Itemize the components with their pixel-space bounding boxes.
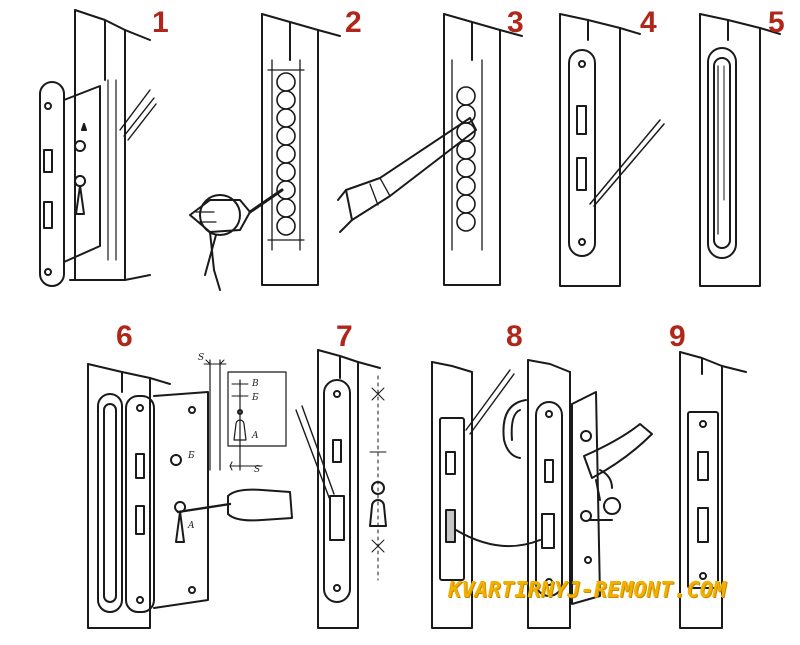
label-plate-b: Б <box>187 451 195 461</box>
step-number-9: 9 <box>669 320 686 353</box>
step-1-drawing <box>39 9 157 287</box>
step-number-5: 5 <box>768 6 785 39</box>
step-9-drawing <box>679 351 747 629</box>
label-s-bottom: S <box>254 465 260 475</box>
step-2-drawing <box>189 13 341 291</box>
step-5-drawing <box>699 13 781 287</box>
label-s-top: S <box>198 353 204 363</box>
step-number-3: 3 <box>507 6 524 39</box>
step-number-4: 4 <box>640 6 657 39</box>
label-a: A <box>251 431 259 441</box>
step-7-drawing <box>295 349 387 629</box>
step-4-drawing <box>559 13 665 287</box>
step-3-drawing <box>337 13 523 286</box>
label-g: Б <box>251 393 259 403</box>
step-number-2: 2 <box>345 6 362 39</box>
watermark: KVARTIRNYJ-REMONT.COM <box>448 578 727 603</box>
step-number-6: 6 <box>116 320 133 353</box>
step-number-7: 7 <box>336 320 353 353</box>
step-6-drawing <box>87 359 293 629</box>
label-b: B <box>251 379 259 389</box>
step-number-1: 1 <box>152 6 169 39</box>
step-number-8: 8 <box>506 320 523 353</box>
step-8-drawing <box>431 359 653 629</box>
label-plate-a: A <box>187 521 195 531</box>
